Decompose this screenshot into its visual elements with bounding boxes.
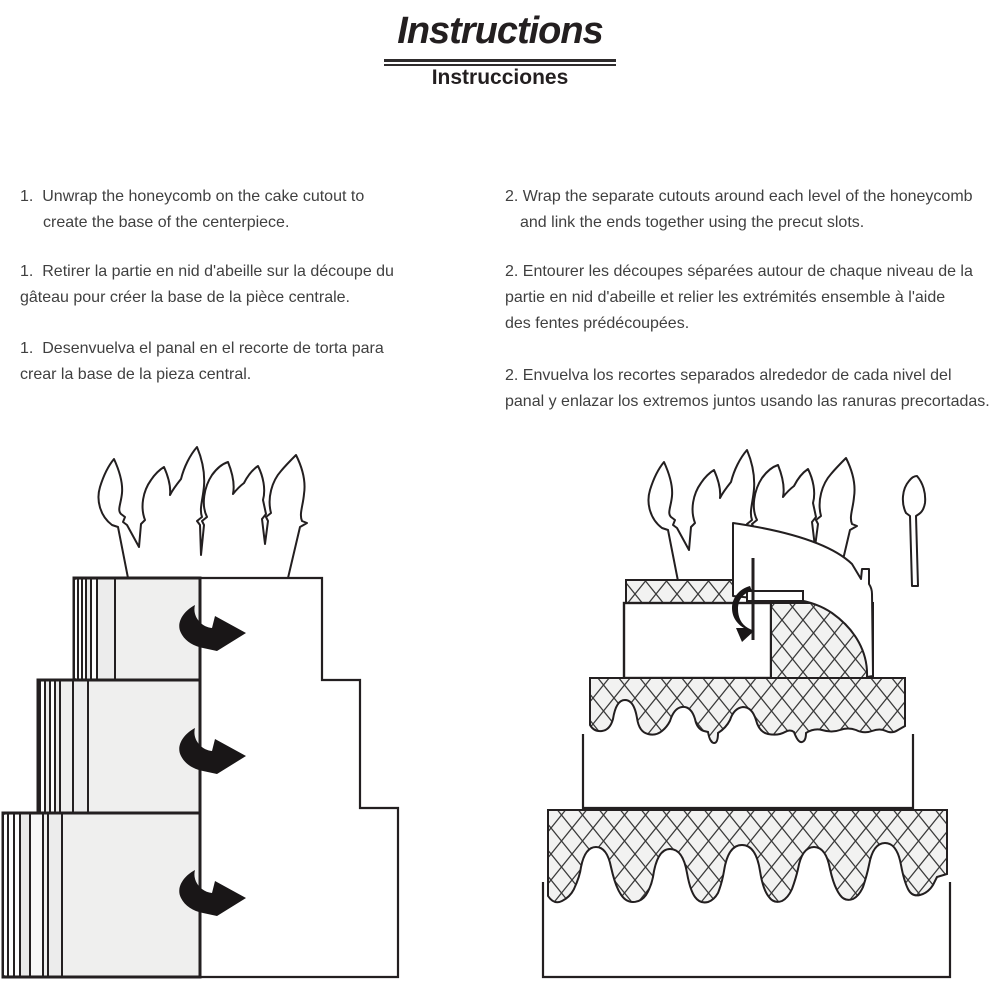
step1-figure: [0, 443, 420, 988]
instruction-step2-english: 2. Wrap the separate cutouts around each…: [505, 184, 1000, 236]
instruction-step2-french: 2. Entourer les découpes séparées autour…: [505, 259, 1000, 337]
tier-top-cutout: [622, 601, 773, 680]
title-underline-thick: [384, 59, 616, 62]
tuck-arrow-icon: [732, 586, 754, 642]
pleat-lines: [77, 578, 116, 680]
precut-slot-line: [751, 558, 755, 640]
tier-bottom-cutout: [543, 848, 950, 977]
wrap-cutouts-diagram: [541, 449, 952, 979]
pleat-lines: [39, 680, 89, 813]
text-line: 1. Unwrap the honeycomb on the cake cuto…: [20, 188, 365, 205]
candles-icon: [97, 446, 308, 579]
instruction-step1-spanish: 1. Desenvuelva el panal en el recorte de…: [20, 336, 495, 388]
tier-bottom-edges: [541, 882, 952, 979]
text-line: partie en nid d'abeille et relier les ex…: [505, 289, 946, 306]
text-line: des fentes prédécoupées.: [505, 315, 690, 332]
candle-icon: [901, 475, 927, 587]
page-subtitle: Instrucciones: [431, 66, 569, 89]
instruction-step2-spanish: 2. Envuelva los recortes separados alred…: [505, 363, 1000, 415]
instruction-step1-english: 1. Unwrap the honeycomb on the cake cuto…: [20, 184, 495, 236]
text-line: 2. Entourer les découpes séparées autour…: [505, 263, 973, 280]
tier-middle-edges: [581, 734, 915, 810]
honeycomb-tier-middle: [36, 678, 202, 815]
honeycomb-tier-top: [72, 576, 202, 682]
honeycomb-band-top: [625, 579, 739, 604]
text-line: and link the ends together using the pre…: [520, 214, 865, 231]
step2-figure: [530, 438, 1000, 988]
pleat-lines: [7, 813, 63, 977]
honeycomb-tier-bottom: [1, 811, 202, 979]
text-line: 1. Desenvuelva el panal en el recorte de…: [20, 340, 384, 357]
honeycomb-band-bottom: [547, 809, 948, 904]
text-line: gâteau pour créer la base de la pièce ce…: [20, 289, 350, 306]
text-line: 2. Wrap the separate cutouts around each…: [505, 188, 973, 205]
text-line: 1. Retirer la partie en nid d'abeille su…: [20, 263, 394, 280]
honeycomb-band-middle: [589, 677, 906, 745]
title-underline-thin: [384, 64, 616, 66]
cake-cutout-outline: [198, 576, 400, 979]
strip-end-tab: [746, 590, 804, 602]
text-line: crear la base de la pieza central.: [20, 366, 252, 383]
page-title: Instructions: [397, 10, 603, 52]
text-line: 2. Envuelva los recortes separados alred…: [505, 367, 952, 384]
instruction-step1-french: 1. Retirer la partie en nid d'abeille su…: [20, 259, 495, 311]
text-line: create the base of the centerpiece.: [43, 214, 290, 231]
unwrap-honeycomb-diagram: [1, 446, 400, 979]
text-line: panal y enlazar los extremos juntos usan…: [505, 393, 990, 410]
